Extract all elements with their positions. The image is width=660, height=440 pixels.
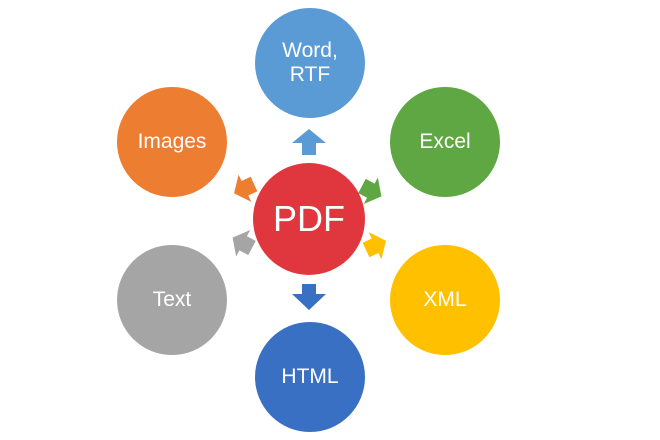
arrow-to-html (292, 284, 326, 310)
pdf-label: PDF (273, 198, 345, 240)
arrow-to-xml (362, 232, 386, 260)
images-label: Images (137, 129, 207, 153)
word-rtf-label: Word,RTF (282, 38, 338, 86)
html-label: HTML (281, 364, 339, 388)
excel-node: Excel (390, 87, 500, 197)
text-node: Text (117, 245, 227, 355)
pdf-node: PDF (253, 163, 365, 275)
excel-label: Excel (419, 129, 471, 153)
html-node: HTML (255, 322, 365, 432)
arrow-to-word (292, 129, 326, 155)
word-rtf-node: Word,RTF (255, 8, 365, 118)
xml-label: XML (423, 287, 467, 311)
images-node: Images (117, 87, 227, 197)
xml-node: XML (390, 245, 500, 355)
text-label: Text (152, 287, 192, 311)
